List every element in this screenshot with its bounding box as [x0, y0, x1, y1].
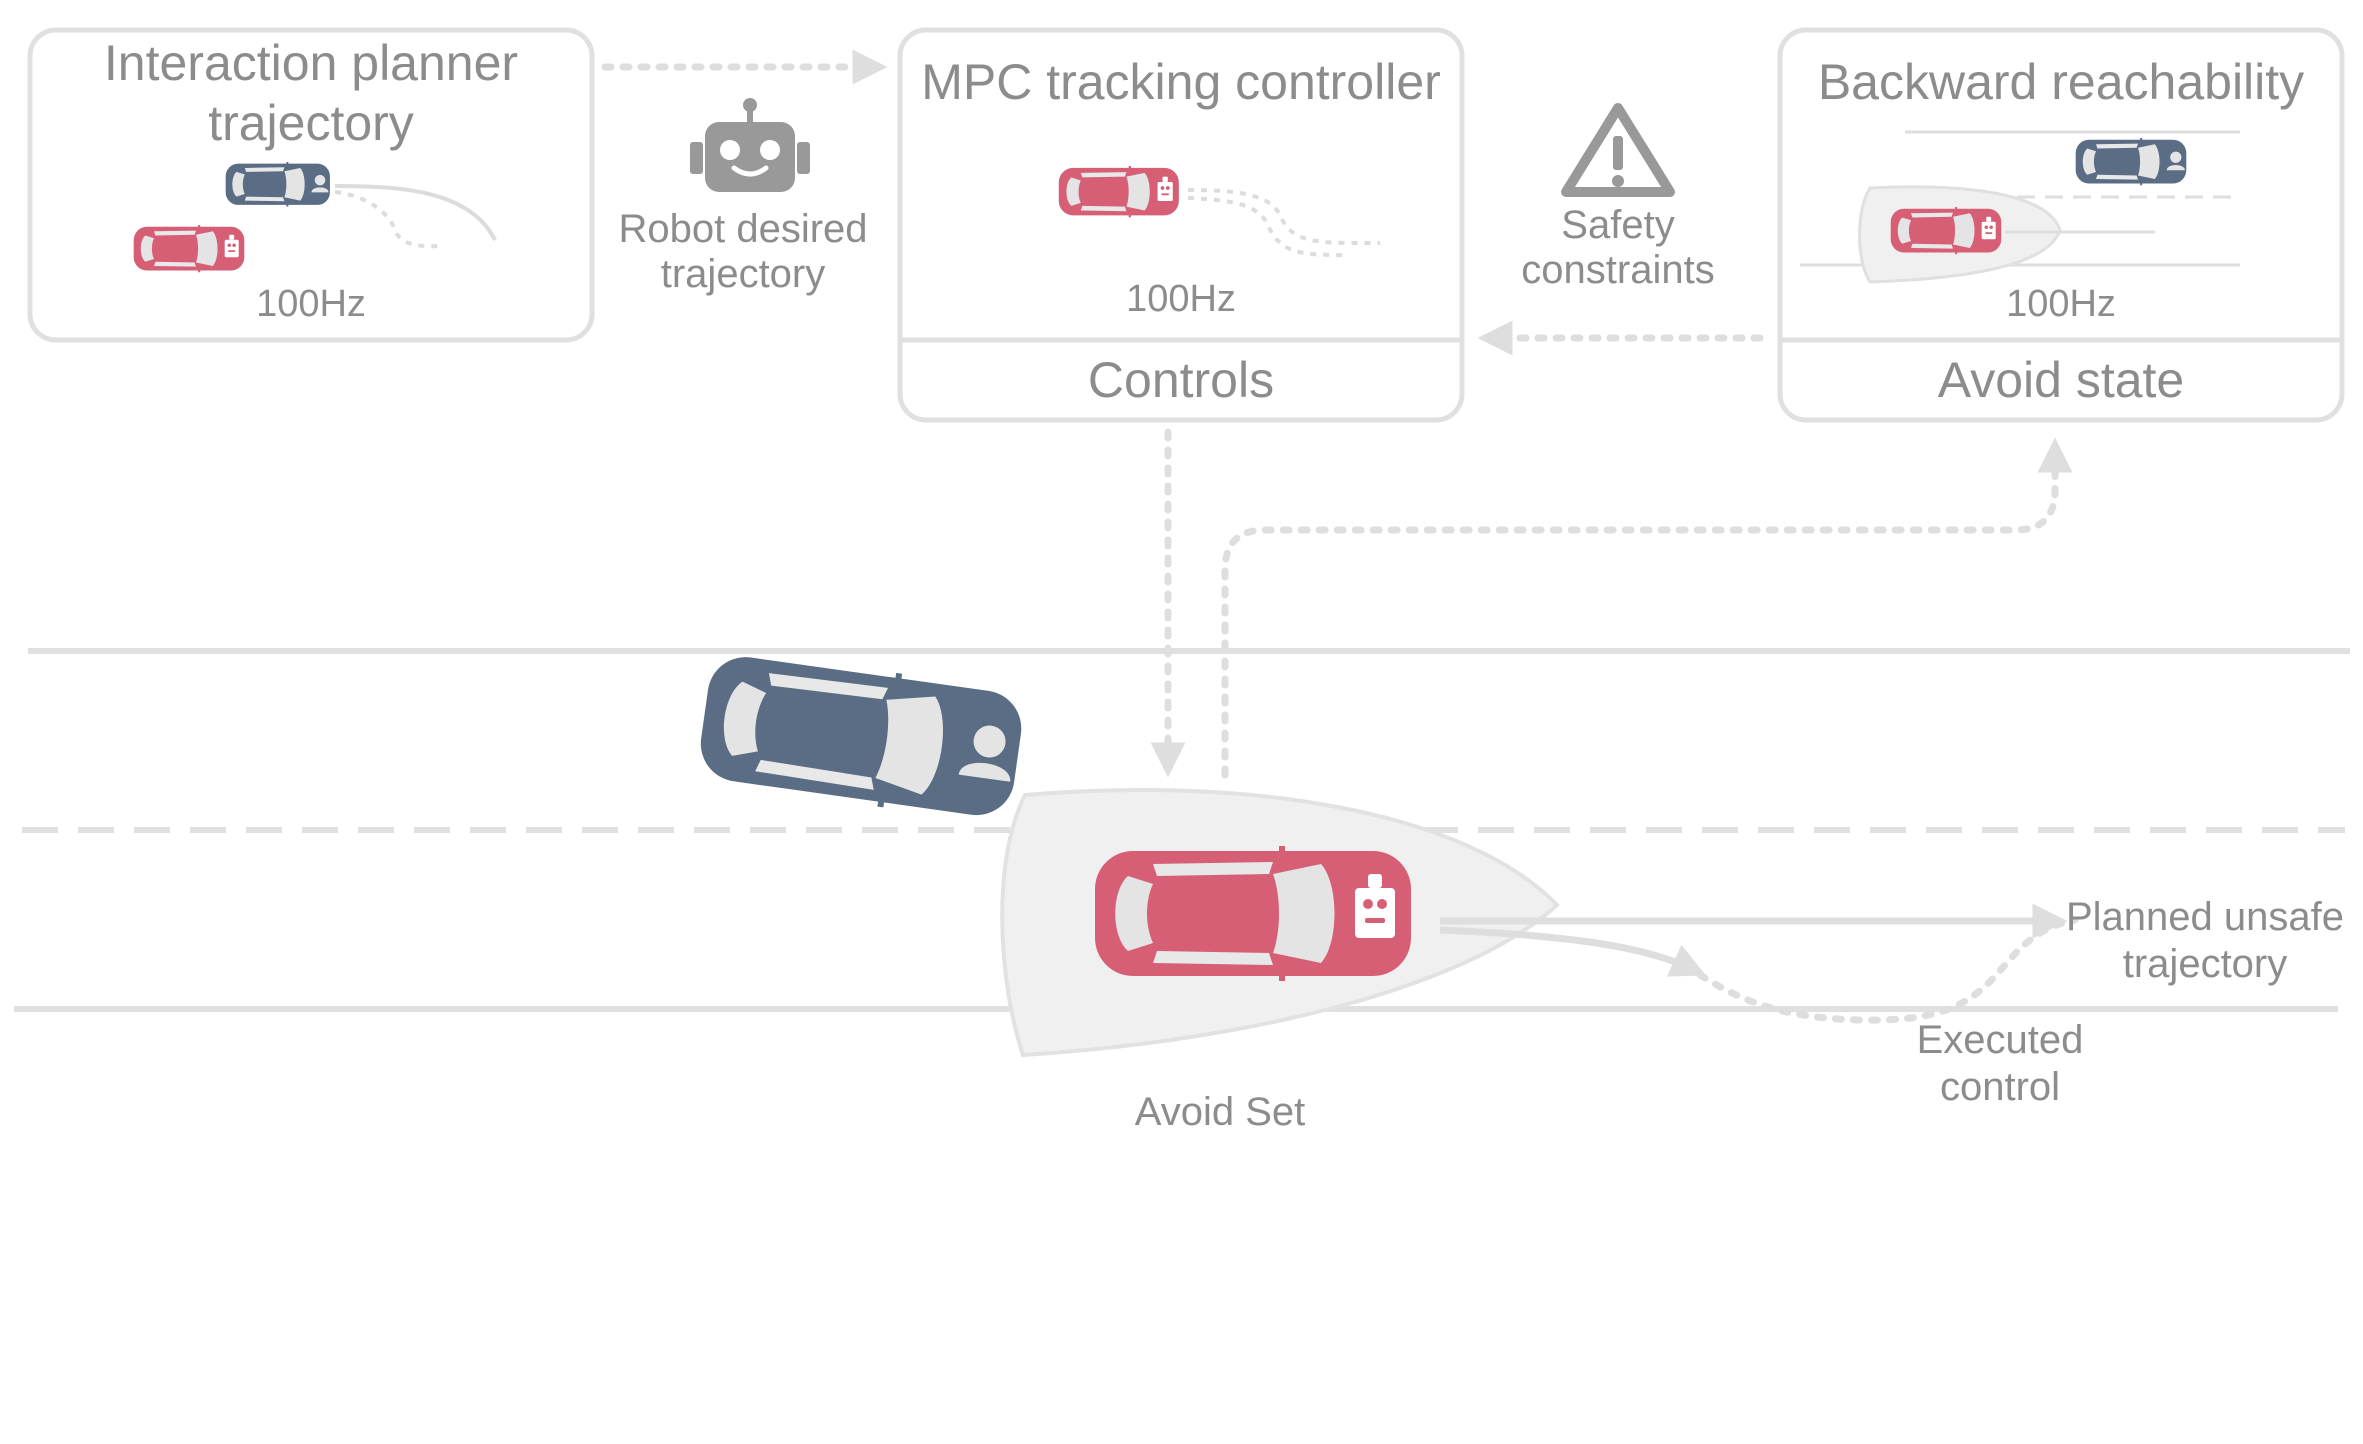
executed-control-label-line2: control — [1939, 1065, 2061, 1109]
mpc-title: MPC tracking controller — [921, 54, 1441, 110]
human-car-icon — [695, 647, 1027, 825]
safety-label-line2: constraints — [1521, 248, 1715, 292]
planner-title-line1: Interaction planner — [103, 35, 519, 91]
reach-footer-avoid-state: Avoid state — [1937, 352, 2185, 408]
mpc-trajectory-2 — [1187, 196, 1346, 257]
robot-desired-label-line1: Robot desired — [618, 207, 868, 251]
mpc-rate: 100Hz — [1126, 278, 1236, 320]
reach-title: Backward reachability — [1817, 54, 2305, 110]
planned-unsafe-branch — [1439, 926, 1706, 977]
robot-desired-label-line2: trajectory — [660, 252, 826, 296]
robot-car-icon — [1095, 846, 1411, 981]
mpc-trajectory-1 — [1187, 188, 1381, 246]
planned-unsafe-label-line1: Planned unsafe — [2065, 895, 2344, 939]
interaction-planner-box — [27, 27, 595, 343]
robot-icon — [690, 98, 810, 192]
reach-robot-car-icon — [1890, 207, 2002, 255]
planner-title-line2: trajectory — [208, 95, 414, 151]
mpc-controller-box — [897, 27, 1465, 423]
planner-human-car-icon — [225, 162, 330, 207]
executed-control-trajectory — [1696, 916, 2079, 1024]
safety-label-line1: Safety — [1561, 203, 1675, 247]
planner-rate: 100Hz — [256, 283, 366, 325]
executed-control-label-line1: Executed — [1916, 1018, 2084, 1062]
mpc-robot-car-icon — [1058, 166, 1179, 218]
planner-human-trajectory — [334, 184, 497, 241]
reach-rate: 100Hz — [2006, 283, 2116, 325]
warning-icon — [1561, 103, 1675, 197]
planned-unsafe-label-line2: trajectory — [2122, 942, 2288, 986]
planner-robot-car-icon — [133, 225, 245, 273]
backward-reachability-box — [1777, 27, 2345, 423]
mpc-footer-controls: Controls — [1087, 352, 1275, 408]
avoid-set-label: Avoid Set — [1134, 1090, 1306, 1134]
arrow-car-to-reach — [1221, 437, 2073, 779]
planner-robot-trajectory — [334, 190, 441, 249]
reach-human-car-icon — [2075, 138, 2187, 186]
